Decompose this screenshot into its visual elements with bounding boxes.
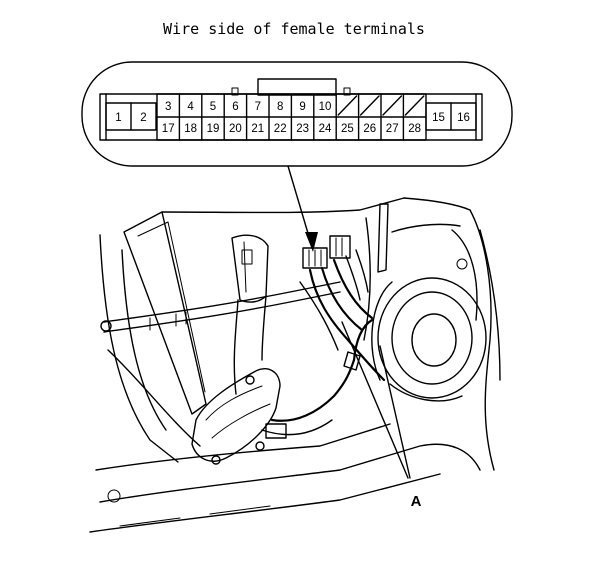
leader-arrow	[287, 165, 318, 252]
pin-label: 16	[457, 112, 470, 124]
harness-connector	[302, 235, 351, 269]
pin-label: 18	[184, 123, 197, 135]
pin-label: 19	[207, 123, 220, 135]
callout-label: A	[411, 493, 422, 510]
pin-label: 3	[165, 101, 171, 113]
pin-label: 24	[319, 123, 332, 135]
pin-label: 27	[386, 123, 399, 135]
pin-label: 26	[363, 123, 376, 135]
callout-a: A	[341, 321, 422, 510]
unused-cell-hatch	[359, 95, 380, 116]
pin-label: 15	[432, 112, 445, 124]
pin-label: 20	[229, 123, 242, 135]
pin-label: 8	[277, 101, 283, 113]
pin-label: 22	[274, 123, 287, 135]
pin-label: 10	[319, 101, 332, 113]
pin-label: 2	[140, 112, 146, 124]
pin-label: 4	[187, 101, 194, 113]
pin-label: 23	[296, 123, 309, 135]
unused-cell-hatch	[382, 95, 403, 116]
pin-label: 17	[162, 123, 175, 135]
connector-housing	[99, 78, 483, 141]
diagram-title: Wire side of female terminals	[163, 20, 425, 38]
pin-label: 28	[408, 123, 421, 135]
unused-cell-hatch	[337, 95, 358, 116]
unused-cell-hatch	[404, 95, 425, 116]
pin-label: 1	[115, 112, 121, 124]
pin-label: 7	[255, 101, 261, 113]
pin-label: 21	[251, 123, 264, 135]
pin-label: 5	[210, 101, 216, 113]
pin-label: 6	[232, 101, 238, 113]
connector-balloon: 1 2 15 16 3 4 5 6 7 8 9 10 17 18 19 20 2…	[81, 61, 513, 167]
pin-label: 9	[299, 101, 305, 113]
door-line-art	[89, 197, 501, 533]
pin-label: 25	[341, 123, 354, 135]
